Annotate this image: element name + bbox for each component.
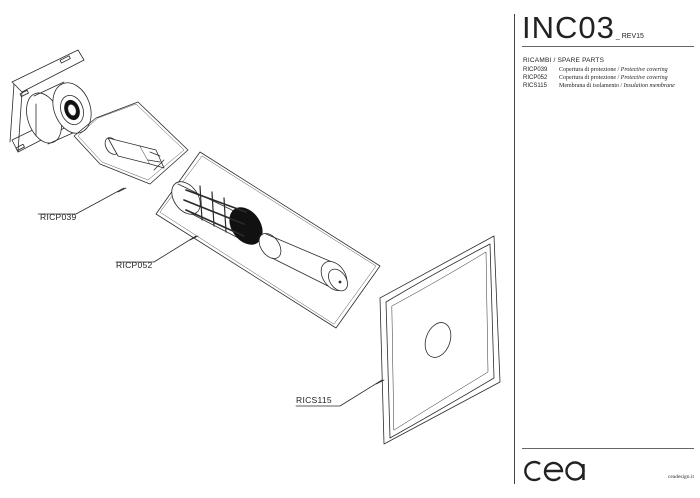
panel-divider bbox=[514, 14, 515, 484]
footer-rule bbox=[522, 448, 694, 449]
spare-part-row: RICS115 Membrana di isolamento / Insulat… bbox=[523, 82, 697, 90]
part-desc-en: Protective covering bbox=[620, 67, 668, 73]
brand-url: ceadesign.it bbox=[667, 474, 694, 480]
part-desc-it: Membrana di isolamento / bbox=[559, 83, 623, 90]
callout-ricp039: RICP039 bbox=[40, 212, 77, 222]
cea-logo bbox=[524, 460, 585, 482]
title-panel: INC03_ REV15 RICAMBI / SPARE PARTS RICP0… bbox=[520, 0, 698, 498]
part-code: RICS115 bbox=[523, 83, 547, 90]
spare-part-row: RICP039 Copertura di protezione / Protec… bbox=[523, 66, 697, 74]
part-code: RICP039 bbox=[523, 67, 548, 73]
spare-part-row: RICP052 Copertura di protezione / Protec… bbox=[523, 74, 697, 82]
mounting-body bbox=[9, 49, 92, 153]
part-desc-it: Copertura di protezione / bbox=[559, 67, 620, 73]
part-desc-it: Copertura di protezione / bbox=[559, 75, 620, 82]
part-code: RICP052 bbox=[523, 75, 548, 82]
callout-ricp052: RICP052 bbox=[116, 260, 153, 270]
revision-label: REV15 bbox=[621, 33, 644, 40]
part-desc-en: Insulation membrane bbox=[623, 83, 675, 90]
product-code: INC03 bbox=[522, 10, 615, 45]
protective-covering-box-1 bbox=[73, 101, 189, 185]
spare-parts-heading: RICAMBI / SPARE PARTS bbox=[523, 57, 605, 64]
exploded-view-drawing: RICP039 RICP052 RICS115 bbox=[9, 49, 501, 445]
spare-parts-list: RICP039 Copertura di protezione / Protec… bbox=[523, 66, 697, 91]
product-code-title: INC03_ REV15 bbox=[522, 10, 644, 45]
callout-rics115: RICS115 bbox=[296, 395, 332, 405]
part-desc-en: Protective covering bbox=[620, 75, 668, 82]
protective-covering-box-2 bbox=[155, 151, 381, 329]
callout-leaders bbox=[37, 187, 385, 407]
insulation-membrane bbox=[379, 235, 501, 445]
header-rule bbox=[522, 46, 694, 47]
